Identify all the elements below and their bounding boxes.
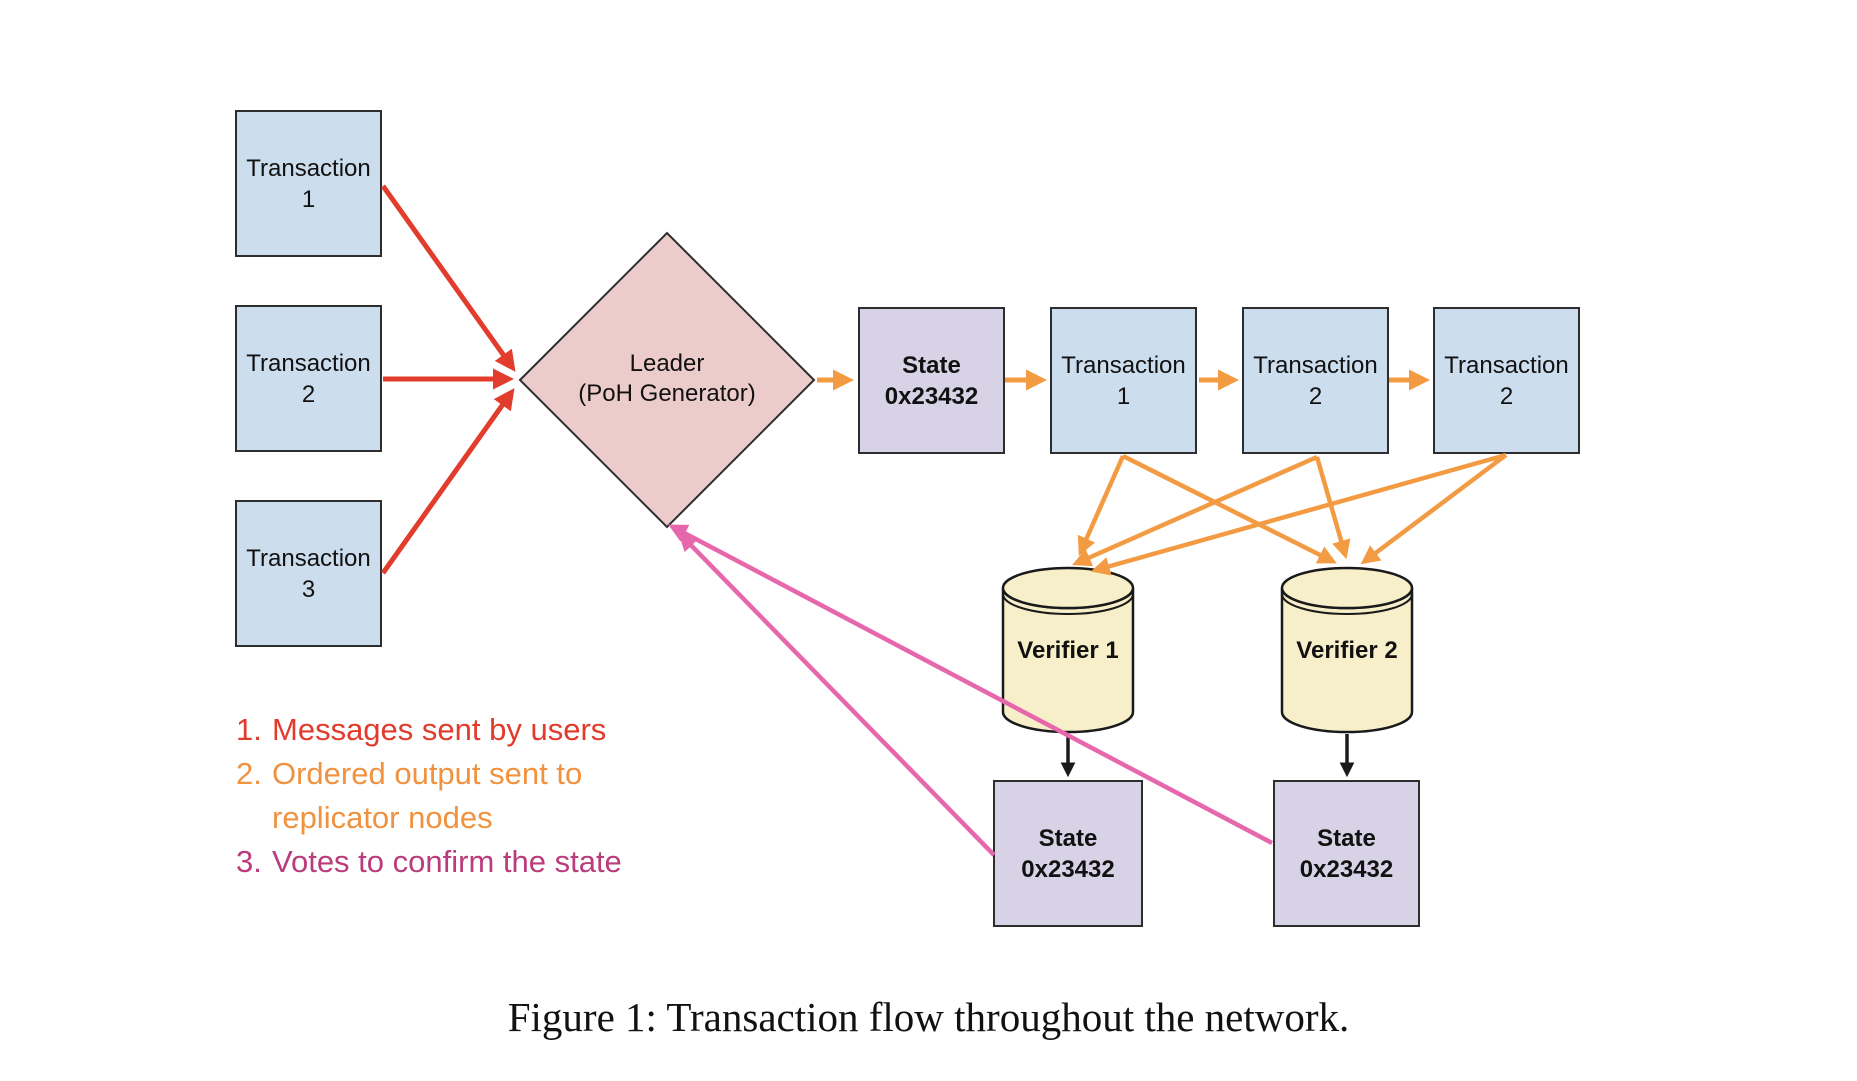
verifier-2-state-title: State (1317, 824, 1376, 852)
user-transaction-1-number: 1 (301, 185, 316, 213)
user-transaction-3-number: 3 (301, 575, 316, 603)
chain-transaction-1-box: Transaction 1 (1050, 307, 1197, 454)
verifier-1-state-number: 0x23432 (1021, 855, 1115, 883)
vote-arrow-state2-leader (668, 524, 1274, 845)
chain-transaction-1-number: 1 (1116, 382, 1131, 410)
legend-item-3-text: Votes to confirm the state (272, 844, 622, 879)
leader-subtitle: (PoH Generator) (578, 380, 756, 407)
chain-transaction-1-title: Transaction (1061, 351, 1186, 379)
verifier-2-text: Verifier 2 (1296, 637, 1398, 664)
user-transaction-2-box: Transaction 2 (235, 305, 382, 452)
user-transaction-1-title: Transaction (246, 154, 371, 182)
verifier-1-state-title: State (1038, 824, 1098, 852)
chain-transaction-2-number: 2 (1308, 382, 1323, 410)
chain-state-title: State (902, 351, 961, 379)
vote-arrow-state1-leader (678, 532, 996, 857)
verifier-1-label: Verifier 1 (1003, 636, 1133, 666)
verifier-2-state-number: 0x23432 (1299, 855, 1394, 883)
user-transaction-2-title: Transaction (246, 349, 371, 377)
replicate-arrow-t3-v2 (1360, 453, 1508, 565)
user-transaction-3-box: Transaction 3 (235, 500, 382, 647)
user-transaction-2-number: 2 (301, 380, 316, 408)
chain-state-box: State 0x23432 (858, 307, 1005, 454)
verifier-1-state-box: State 0x23432 (993, 780, 1143, 927)
chain-transaction-3-box: Transaction 2 (1433, 307, 1580, 454)
chain-state-number: 0x23432 (884, 382, 979, 410)
replicate-arrow-t3-v1 (1090, 452, 1507, 576)
legend-item-ordered-output: 2. Ordered output sent to replicator nod… (236, 752, 662, 840)
verifier-2-label: Verifier 2 (1282, 636, 1412, 666)
verifier-2-state-box: State 0x23432 (1273, 780, 1420, 927)
leader-name: Leader (629, 350, 705, 377)
chain-transaction-3-title: Transaction (1444, 351, 1569, 379)
user-transaction-1-box: Transaction 1 (235, 110, 382, 257)
replicate-arrow-t1-v1 (1077, 455, 1126, 556)
legend-item-2-text: Ordered output sent to replicator nodes (272, 756, 583, 835)
legend-item-1-text: Messages sent by users (272, 712, 607, 747)
legend-item-messages: 1. Messages sent by users (236, 708, 662, 752)
chain-transaction-3-number: 2 (1499, 382, 1514, 410)
legend-item-1-number: 1. (236, 712, 262, 747)
legend-item-votes: 3. Votes to confirm the state (236, 840, 662, 884)
legend-item-3-number: 3. (236, 844, 262, 879)
chain-transaction-2-title: Transaction (1253, 351, 1378, 379)
replicate-arrow-t2-v2 (1314, 456, 1351, 560)
replicate-arrow-t1-v2 (1121, 453, 1337, 564)
chain-transaction-2-box: Transaction 2 (1242, 307, 1389, 454)
user-transaction-3-title: Transaction (246, 544, 371, 572)
leader-label: Leader (PoH Generator) (557, 349, 777, 409)
figure-caption: Figure 1: Transaction flow throughout th… (507, 994, 1350, 1040)
user-message-arrow-3 (380, 388, 515, 575)
verifier-1-text: Verifier 1 (1017, 637, 1119, 664)
legend: 1. Messages sent by users 2. Ordered out… (236, 708, 662, 884)
replicate-arrow-t2-v1 (1072, 454, 1318, 567)
user-message-arrow-1 (380, 184, 516, 372)
legend-item-2-number: 2. (236, 756, 262, 791)
